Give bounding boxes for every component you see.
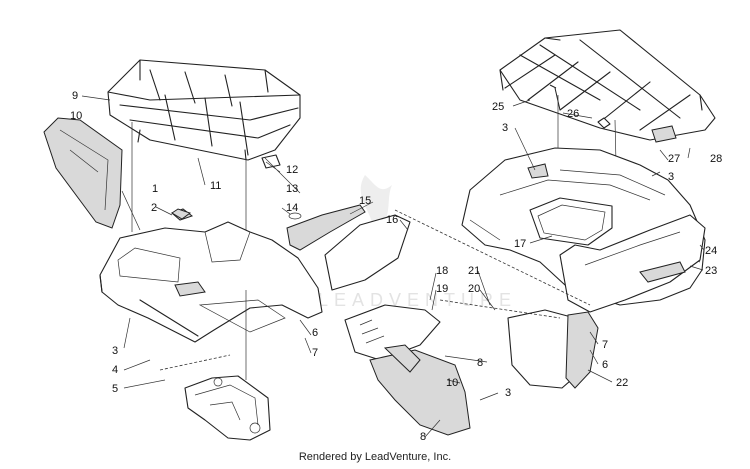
callout-26: 26 [567, 108, 579, 120]
callout-8-lower: 8 [420, 431, 426, 443]
callout-9: 9 [72, 90, 78, 102]
callout-8: 8 [477, 357, 483, 369]
right-fender-flare[interactable] [559, 214, 706, 313]
left-side-panel[interactable] [43, 117, 123, 229]
callout-15: 15 [359, 195, 371, 207]
callout-2: 2 [151, 202, 157, 214]
rear-reflector[interactable] [651, 125, 677, 143]
callout-20: 20 [468, 283, 480, 295]
callout-3-upper: 3 [502, 122, 508, 134]
watermark-text: LEADVENTURE [318, 290, 517, 310]
callout-7: 7 [312, 347, 318, 359]
center-trim-cover[interactable] [286, 204, 411, 291]
leader-line [159, 354, 231, 371]
callout-24: 24 [705, 245, 717, 257]
callout-14: 14 [286, 202, 298, 214]
callout-28: 28 [710, 153, 722, 165]
callout-16: 16 [386, 214, 398, 226]
callout-3: 3 [112, 345, 118, 357]
callout-19: 19 [436, 283, 448, 295]
front-frame-bracket[interactable] [184, 375, 271, 441]
callout-7-right: 7 [602, 339, 608, 351]
leader-line [439, 299, 561, 319]
callout-6: 6 [312, 327, 318, 339]
callout-22: 22 [616, 377, 628, 389]
callout-13: 13 [286, 183, 298, 195]
grommet[interactable] [288, 212, 302, 220]
callout-12: 12 [286, 164, 298, 176]
front-fender[interactable] [99, 208, 323, 343]
callout-3-lower: 3 [505, 387, 511, 399]
callout-1: 1 [152, 183, 158, 195]
callout-23: 23 [705, 265, 717, 277]
callout-10: 10 [70, 110, 82, 122]
render-credit: Rendered by LeadVenture, Inc. [298, 451, 452, 463]
front-rack[interactable] [107, 59, 301, 161]
callout-18: 18 [436, 265, 448, 277]
callout-10-lower: 10 [446, 377, 458, 389]
callout-25: 25 [492, 101, 504, 113]
rear-decal[interactable] [639, 261, 686, 283]
callout-leaders [81, 95, 705, 438]
callout-11: 11 [210, 180, 221, 192]
callout-27: 27 [668, 153, 680, 165]
callout-21: 21 [468, 265, 480, 277]
center-side-panels[interactable] [344, 304, 471, 436]
rear-mud-flap[interactable] [507, 309, 599, 389]
callout-17: 17 [514, 238, 526, 250]
callout-3-right: 3 [668, 171, 674, 183]
decal-plate[interactable] [171, 208, 192, 220]
callout-6-right: 6 [602, 359, 608, 371]
callout-4: 4 [112, 364, 118, 376]
callout-labels: 9 10 1 2 11 12 13 14 15 16 3 4 5 6 7 18 … [70, 90, 722, 443]
callout-5: 5 [112, 383, 118, 395]
rack-latch[interactable] [597, 117, 611, 129]
rack-clip[interactable] [261, 154, 281, 169]
rear-rack[interactable] [499, 29, 716, 141]
leader-line [394, 209, 591, 306]
